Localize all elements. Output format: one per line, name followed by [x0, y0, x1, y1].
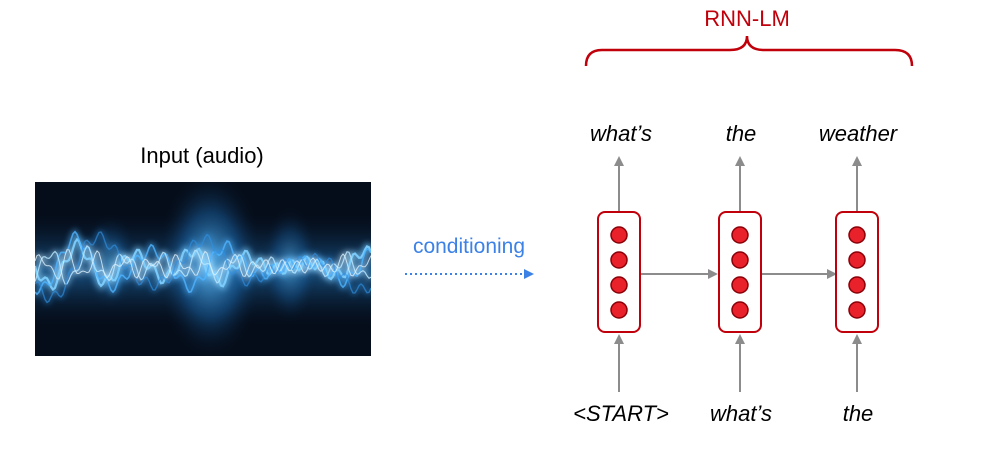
hidden-state-box-3: [835, 211, 879, 333]
neuron-2-3: [731, 276, 749, 294]
neuron-1-3: [610, 276, 628, 294]
neuron-3-1: [848, 226, 866, 244]
neuron-3-4: [848, 301, 866, 319]
neuron-3-3: [848, 276, 866, 294]
waveform-line: [35, 237, 371, 292]
neuron-1-4: [610, 301, 628, 319]
neuron-2-1: [731, 226, 749, 244]
rnn-lm-label: RNN-LM: [704, 6, 790, 31]
hidden-state-box-2: [718, 211, 762, 333]
rnn-cell-1: what’s <START>: [573, 121, 669, 426]
input-word-2: what’s: [710, 401, 772, 426]
output-word-1: what’s: [590, 121, 652, 146]
output-word-3: weather: [819, 121, 899, 146]
neuron-1-1: [610, 226, 628, 244]
neuron-1-2: [610, 251, 628, 269]
input-label: Input (audio): [140, 143, 264, 168]
conditioning-label: conditioning: [413, 235, 525, 258]
neuron-2-4: [731, 301, 749, 319]
waveform-line: [35, 249, 371, 280]
rnn-cell-3: weather the: [819, 121, 899, 426]
rnn-cell-2: the what’s: [710, 121, 772, 426]
input-word-3: the: [843, 401, 874, 426]
input-word-1: <START>: [573, 401, 669, 426]
hidden-state-box-1: [597, 211, 641, 333]
neuron-3-2: [848, 251, 866, 269]
rnn-lm-brace: [584, 35, 914, 67]
output-word-2: the: [726, 121, 757, 146]
neuron-2-2: [731, 251, 749, 269]
waveform-line: [35, 231, 371, 304]
audio-waveform-image: [35, 182, 371, 356]
